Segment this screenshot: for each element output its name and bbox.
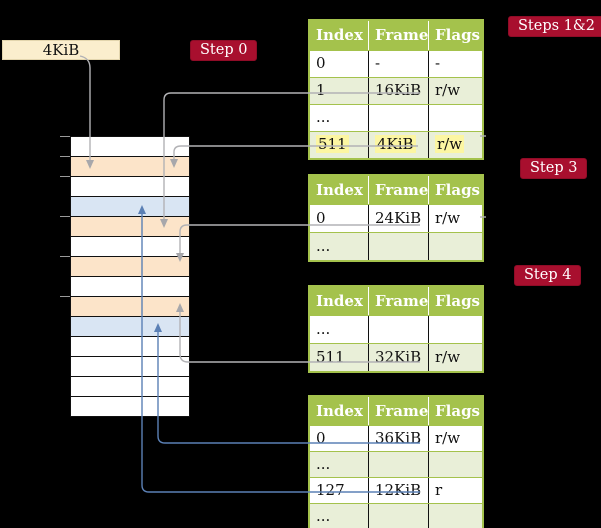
column-header-flags: Flags [435, 181, 480, 199]
address-tick [60, 256, 70, 257]
cell-flags: r [435, 481, 443, 499]
table-header: Index Frame Flags [310, 397, 482, 425]
table-row: 127 12KiB r [310, 477, 482, 503]
cell-index: 1 [310, 78, 369, 104]
column-header-index: Index [310, 397, 369, 425]
memory-row-14-plain [71, 397, 189, 416]
memory-row-13-plain [71, 377, 189, 397]
page-table-level-2: Index Frame Flags ... 511 32KiB r/w [308, 285, 484, 373]
cell-index: ... [310, 452, 369, 477]
page-table-level-3: Index Frame Flags 0 36KiB r/w ... 127 12… [308, 395, 484, 528]
cell-frame: 24KiB [369, 205, 429, 232]
column-header-frame: Frame [369, 287, 429, 315]
memory-row-3-plain [71, 177, 189, 197]
cell-frame: 32KiB [369, 344, 429, 371]
cell-index: ... [310, 316, 369, 343]
page-table-level-1: Index Frame Flags 0 24KiB r/w ... [308, 174, 484, 262]
address-tick [60, 296, 70, 297]
column-header-frame: Frame [369, 397, 429, 425]
column-header-flags: Flags [435, 26, 480, 44]
cell-index: 511 [310, 344, 369, 371]
cell-frame: 36KiB [369, 426, 429, 451]
cell-frame [369, 233, 429, 260]
cell-flags [429, 452, 482, 477]
memory-row-8-plain [71, 277, 189, 297]
cell-frame: 16KiB [369, 78, 429, 104]
table-row: 1 16KiB r/w [310, 77, 482, 104]
column-header-frame: Frame [369, 176, 429, 204]
table-row: 0 24KiB r/w [310, 204, 482, 232]
memory-row-6-plain [71, 237, 189, 257]
cell-frame: 4KiB [369, 132, 429, 158]
cell-frame [369, 316, 429, 343]
column-header-flags: Flags [435, 292, 480, 310]
table-row: 511 32KiB r/w [310, 343, 482, 371]
memory-row-11-plain [71, 337, 189, 357]
cell-index: ... [310, 504, 369, 528]
cell-flags: r/w [435, 209, 461, 227]
cell-flags: r/w [435, 135, 465, 153]
cell-flags: r/w [435, 429, 461, 447]
memory-row-9-page-table [71, 297, 189, 317]
cell-frame: - [369, 51, 429, 77]
cell-frame [369, 105, 429, 131]
cell-frame [369, 504, 429, 528]
cell-index: ... [310, 105, 369, 131]
table-row-highlighted: 511 4KiB r/w [310, 131, 482, 158]
step-0-badge: Step 0 [190, 40, 258, 61]
table-row: ... [310, 104, 482, 131]
memory-row-7-page-table [71, 257, 189, 277]
cell-flags [429, 316, 482, 343]
cell-frame [369, 452, 429, 477]
memory-row-5-page-table [71, 217, 189, 237]
table-row: 0 - - [310, 50, 482, 77]
cell-index: 0 [310, 205, 369, 232]
memory-row-12-plain [71, 357, 189, 377]
table-header: Index Frame Flags [310, 21, 482, 50]
cell-index: 511 [310, 132, 369, 158]
cell-index: 0 [310, 51, 369, 77]
cell-index: 0 [310, 426, 369, 451]
table-row: ... [310, 451, 482, 477]
memory-row-10-data-page [71, 317, 189, 337]
cell-flags [429, 233, 482, 260]
column-header-frame: Frame [369, 21, 429, 50]
table-row: ... [310, 315, 482, 343]
cell-flags: r/w [435, 81, 461, 99]
step-4-badge: Step 4 [514, 265, 582, 286]
column-header-index: Index [310, 176, 369, 204]
address-tick [60, 176, 70, 177]
address-tick [60, 136, 70, 137]
memory-row-2-page-table [71, 157, 189, 177]
table-row: ... [310, 503, 482, 528]
cell-flags [429, 105, 482, 131]
column-header-index: Index [310, 287, 369, 315]
step-3-badge: Step 3 [520, 158, 588, 179]
memory-row-1-plain [71, 137, 189, 157]
address-tick [60, 156, 70, 157]
cell-flags [429, 504, 482, 528]
column-header-index: Index [310, 21, 369, 50]
cell-flags: r/w [435, 348, 461, 366]
table-row: 0 36KiB r/w [310, 425, 482, 451]
address-tick [60, 216, 70, 217]
table-header: Index Frame Flags [310, 287, 482, 315]
table-header: Index Frame Flags [310, 176, 482, 204]
root-page-table-address-box: 4KiB [2, 40, 120, 60]
column-header-flags: Flags [435, 402, 480, 420]
cell-index: ... [310, 233, 369, 260]
page-table-level-0: Index Frame Flags 0 - - 1 16KiB r/w ... … [308, 19, 484, 160]
cell-index: 127 [310, 478, 369, 503]
cell-flags: - [435, 54, 441, 72]
table-row: ... [310, 232, 482, 260]
steps-1-2-badge: Steps 1&2 [508, 16, 601, 37]
memory-column [70, 136, 190, 417]
cell-frame: 12KiB [369, 478, 429, 503]
memory-row-4-data-page [71, 197, 189, 217]
